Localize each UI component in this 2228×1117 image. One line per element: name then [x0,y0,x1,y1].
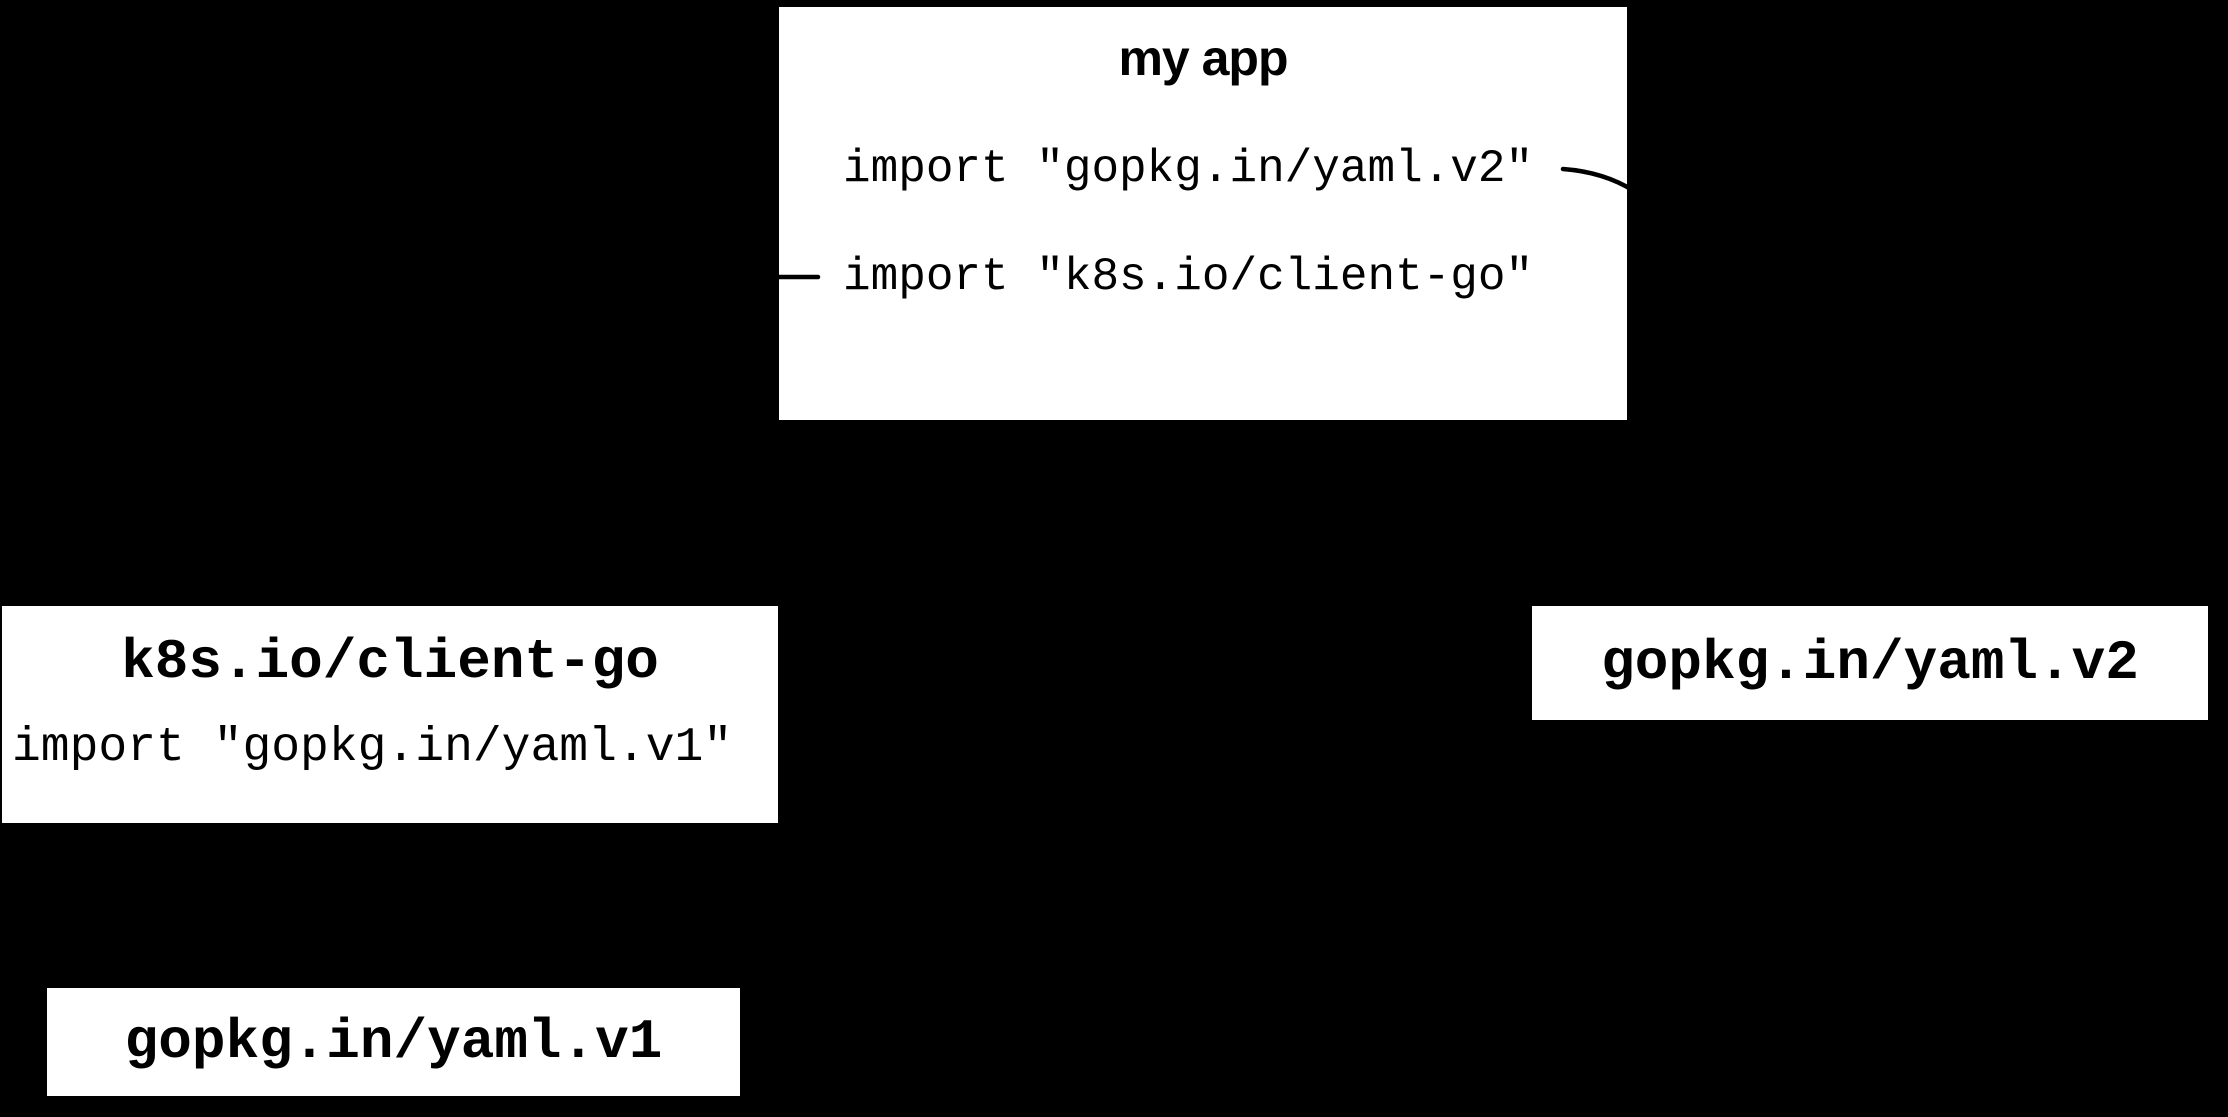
import-statement-client-go: import "k8s.io/client-go" [843,251,1534,303]
node-yaml-v1: gopkg.in/yaml.v1 [47,988,740,1096]
node-yaml-v1-title: gopkg.in/yaml.v1 [124,1010,663,1074]
node-my-app-title: my app [1118,30,1288,86]
node-client-go-title: k8s.io/client-go [121,630,659,694]
import-statement-yaml-v2: import "gopkg.in/yaml.v2" [843,143,1534,195]
node-yaml-v2: gopkg.in/yaml.v2 [1532,606,2208,720]
import-statement-yaml-v1: import "gopkg.in/yaml.v1" [12,721,733,775]
node-yaml-v2-title: gopkg.in/yaml.v2 [1601,631,2139,695]
node-client-go: k8s.io/client-go import "gopkg.in/yaml.v… [2,606,778,823]
node-my-app: my app import "gopkg.in/yaml.v2" import … [779,7,1627,420]
